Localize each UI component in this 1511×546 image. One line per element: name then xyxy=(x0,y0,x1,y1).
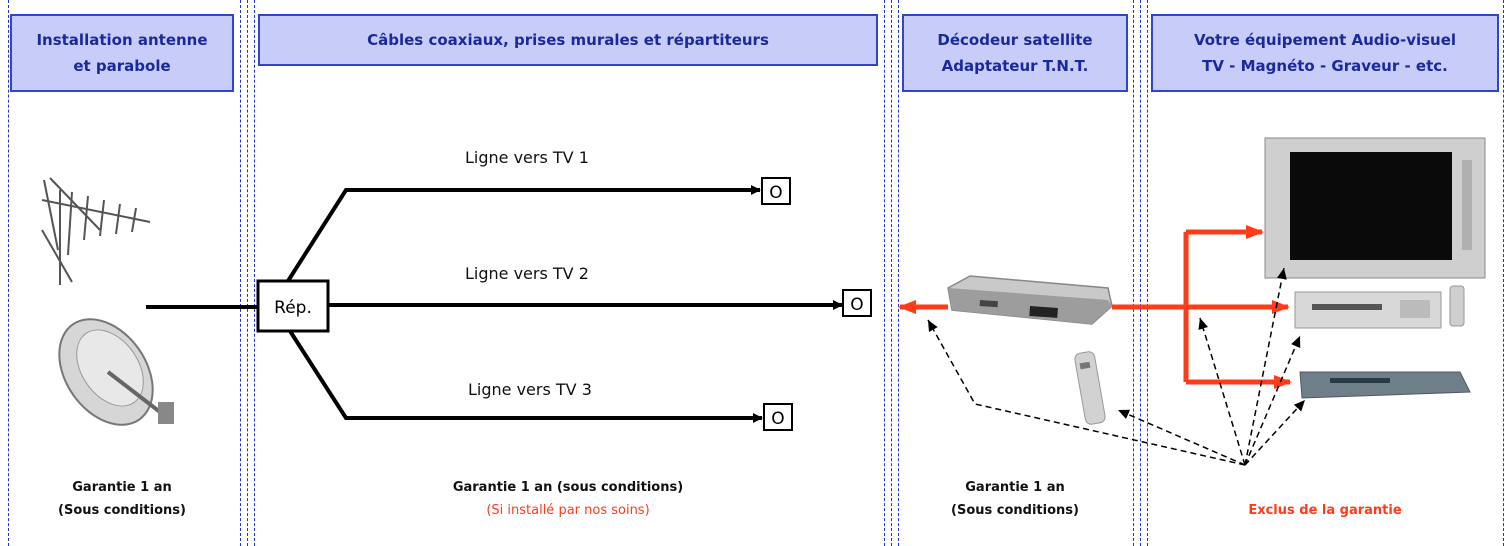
column-border xyxy=(1140,0,1141,546)
header-cables: Câbles coaxiaux, prises murales et répar… xyxy=(258,14,878,66)
column-border xyxy=(891,0,892,546)
antenna-icon xyxy=(41,177,151,285)
wall-socket xyxy=(761,177,791,205)
warranty-cables-note: (Si installé par nos soins) xyxy=(486,503,650,518)
satellite-dish-icon xyxy=(58,318,174,426)
signal-arrows xyxy=(898,225,1292,389)
column-border xyxy=(254,0,255,546)
wall-socket xyxy=(842,289,872,317)
label-line-tv2: Ligne vers TV 2 xyxy=(465,264,589,283)
tv-icon xyxy=(1264,137,1486,279)
warranty-antenna: Garantie 1 an (Sous conditions) xyxy=(58,480,186,518)
header-decoder: Décodeur satellite Adaptateur T.N.T. xyxy=(902,14,1128,92)
exclusion-arrows xyxy=(927,267,1306,466)
column-border xyxy=(247,0,248,546)
header-audiovisual: Votre équipement Audio-visuel TV - Magné… xyxy=(1151,14,1499,92)
column-border xyxy=(1147,0,1148,546)
warranty-excluded: Exclus de la garantie xyxy=(1248,503,1402,518)
socket-symbol: O xyxy=(769,183,782,203)
header-antenna: Installation antenne et parabole xyxy=(10,14,234,92)
line-tv3 xyxy=(288,329,763,423)
recorder-icon xyxy=(1299,371,1471,399)
column-border xyxy=(898,0,899,546)
wall-socket xyxy=(763,403,793,431)
line-tv1 xyxy=(286,185,761,283)
vcr-icon xyxy=(1294,285,1465,329)
warranty-cables: Garantie 1 an (sous conditions) xyxy=(452,480,684,495)
column-border xyxy=(240,0,241,546)
label-line-tv1: Ligne vers TV 1 xyxy=(465,148,589,167)
remote-control-icon xyxy=(1074,351,1106,425)
column-border xyxy=(1503,0,1504,546)
splitter-label: Rép. xyxy=(274,298,312,318)
decoder-icon xyxy=(947,275,1113,325)
column-border xyxy=(1133,0,1134,546)
label-line-tv3: Ligne vers TV 3 xyxy=(468,380,592,399)
socket-symbol: O xyxy=(771,409,784,429)
warranty-decoder: Garantie 1 an (Sous conditions) xyxy=(951,480,1079,518)
socket-symbol: O xyxy=(850,295,863,315)
column-border xyxy=(8,0,9,546)
column-border xyxy=(884,0,885,546)
